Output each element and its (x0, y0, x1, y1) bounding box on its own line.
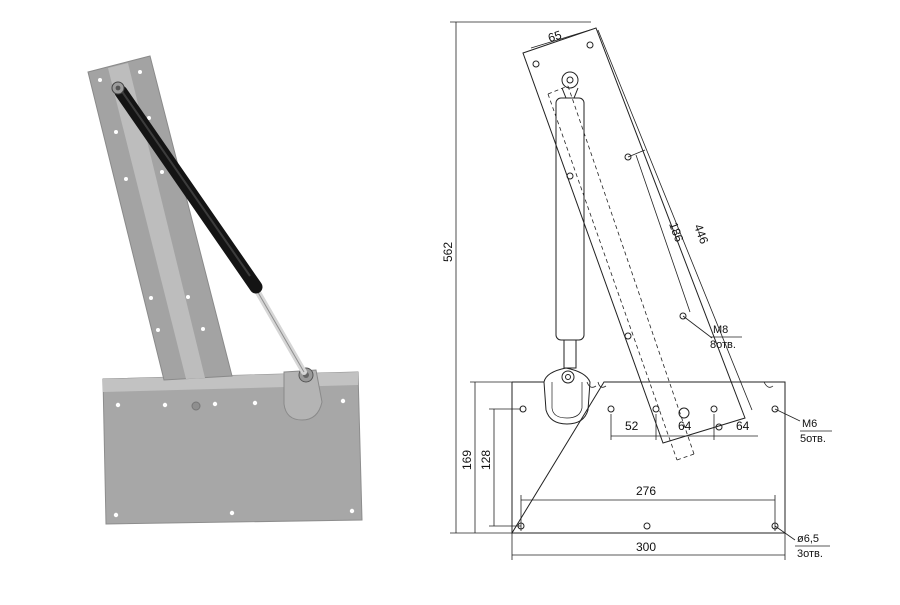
dim-300: 300 (636, 540, 656, 554)
drawing-tilted-arm (522, 27, 746, 461)
drawing-base-plate (511, 381, 786, 534)
gas-spring-cylinder (114, 85, 263, 294)
dim-446: 446 (691, 222, 711, 246)
dim-52: 52 (625, 419, 639, 433)
dim-186: 186 (666, 220, 686, 244)
gas-spring-rod-edge (251, 281, 305, 373)
base-plate-bolt (191, 401, 201, 411)
callout-notes: M8 8отв. M6 5отв. ø6,5 3отв. (710, 324, 832, 560)
lower-bracket (283, 369, 323, 421)
mechanism-photo (87, 55, 363, 525)
dim-128: 128 (479, 450, 493, 470)
note-m8: M8 (713, 324, 728, 336)
drawing-lower-pivot (561, 370, 575, 384)
upper-pivot-center (115, 85, 121, 91)
drawing-lower-pivot-center (565, 374, 571, 380)
technical-drawing (450, 21, 801, 560)
drawing-u-bracket (543, 367, 591, 425)
note-hole-diameter: ø6,5 (797, 533, 819, 545)
drawing-gas-spring (555, 71, 585, 369)
note-hole-count: 3отв. (797, 548, 823, 560)
dim-64-b: 64 (736, 419, 750, 433)
dim-562: 562 (441, 242, 455, 262)
base-plate-holes (113, 398, 355, 518)
dim-276: 276 (636, 484, 656, 498)
dim-65: 65 (546, 28, 563, 46)
note-m8-count: 8отв. (710, 339, 736, 351)
upright-arm-rib (108, 63, 205, 379)
dim-64-a: 64 (678, 419, 692, 433)
note-m6: M6 (802, 418, 817, 430)
dim-169: 169 (460, 450, 474, 470)
dimension-labels: 65 562 446 186 52 64 64 169 128 276 300 (441, 28, 750, 554)
drawing-arm-holes (532, 41, 723, 431)
upright-arm-holes (98, 70, 205, 332)
note-m6-count: 5отв. (800, 433, 826, 445)
base-plate (102, 371, 363, 525)
gas-spring-highlight (120, 89, 251, 277)
drawing-u-bracket-inner (551, 382, 583, 419)
dimension-lines (450, 21, 801, 560)
